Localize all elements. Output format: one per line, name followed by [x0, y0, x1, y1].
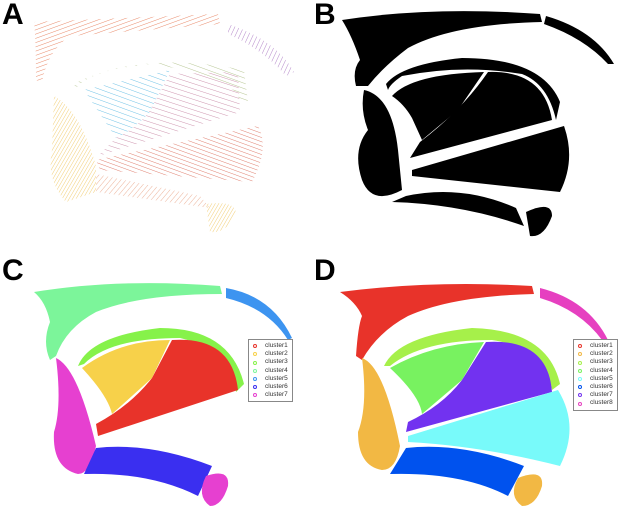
- legend-item: cluster4: [578, 367, 613, 375]
- cluster4-marker-icon: [253, 368, 257, 373]
- legend-item: cluster2: [253, 350, 288, 358]
- cluster2-region: [358, 358, 400, 470]
- cluster1-marker-icon: [578, 344, 582, 349]
- fiber-region-blue: [84, 70, 170, 138]
- cluster4-region: [34, 283, 222, 360]
- cluster7-marker-icon: [578, 393, 582, 398]
- cluster2-tip-region: [513, 474, 543, 506]
- cluster2-marker-icon: [578, 352, 582, 357]
- cluster-map-7: [34, 283, 292, 506]
- cluster6-region: [84, 446, 212, 496]
- panel-label: C: [2, 254, 24, 287]
- cluster1-region: [96, 339, 238, 436]
- fiber-orientation-map: [34, 14, 294, 233]
- cluster7-region: [53, 358, 96, 474]
- legend-item: cluster2: [578, 350, 613, 358]
- fiber-region-red: [96, 126, 263, 182]
- cluster5-region: [408, 390, 570, 466]
- legend-d: cluster1 cluster2 cluster3 cluster4 clus…: [573, 339, 618, 411]
- cluster1-marker-icon: [253, 344, 257, 349]
- cluster1-region: [340, 284, 534, 360]
- cluster7-tip-region: [201, 473, 229, 506]
- legend-item: cluster1: [253, 342, 288, 350]
- panel-a: A: [0, 0, 312, 256]
- panel-label: B: [314, 0, 336, 31]
- cluster6-marker-icon: [253, 385, 257, 390]
- legend-item: cluster5: [253, 375, 288, 383]
- panel-d: D cluster1 cluster2 cluster3 cluster4 cl…: [312, 254, 624, 512]
- cluster4-marker-icon: [578, 368, 582, 373]
- cluster6-marker-icon: [578, 385, 582, 390]
- fiber-region-lower: [96, 174, 210, 208]
- cluster6-region: [390, 446, 524, 496]
- cluster7-marker-icon: [253, 393, 257, 398]
- fiber-region-arc: [74, 62, 248, 102]
- legend-item: cluster7: [253, 391, 288, 399]
- legend-item: cluster6: [578, 383, 613, 391]
- panel-label: D: [314, 254, 336, 287]
- fiber-region-pink: [98, 72, 240, 156]
- panel-c: C cluster1 cluster2 cluster3 cluster4 cl…: [0, 254, 312, 512]
- fiber-region-yellow-left: [50, 96, 96, 202]
- cluster2-region: [82, 340, 170, 414]
- cluster2-marker-icon: [253, 352, 257, 357]
- cluster-map-8: [340, 284, 608, 506]
- panel-label: A: [2, 0, 24, 31]
- cluster7-region: [406, 341, 552, 432]
- cluster3-marker-icon: [578, 360, 582, 365]
- cluster8-marker-icon: [578, 401, 582, 406]
- legend-item: cluster5: [578, 375, 613, 383]
- cluster5-region: [226, 288, 292, 340]
- legend-item: cluster1: [578, 342, 613, 350]
- segmentation-mask: [342, 11, 614, 237]
- cluster5-marker-icon: [253, 376, 257, 381]
- cluster4-region: [390, 342, 484, 414]
- legend-item: cluster3: [578, 358, 613, 366]
- legend-item: cluster7: [578, 391, 613, 399]
- cluster5-marker-icon: [578, 376, 582, 381]
- panel-b: B: [312, 0, 624, 256]
- fiber-region-yellow-tip: [206, 203, 236, 233]
- cluster3-marker-icon: [253, 360, 257, 365]
- legend-item: cluster8: [578, 399, 613, 407]
- legend-item: cluster3: [253, 358, 288, 366]
- legend-item: cluster6: [253, 383, 288, 391]
- fiber-region-top-right: [228, 24, 294, 76]
- cluster8-region: [540, 288, 608, 340]
- fiber-region-top: [34, 14, 220, 82]
- cluster3-region: [384, 328, 560, 390]
- legend-c: cluster1 cluster2 cluster3 cluster4 clus…: [248, 339, 293, 403]
- legend-item: cluster4: [253, 367, 288, 375]
